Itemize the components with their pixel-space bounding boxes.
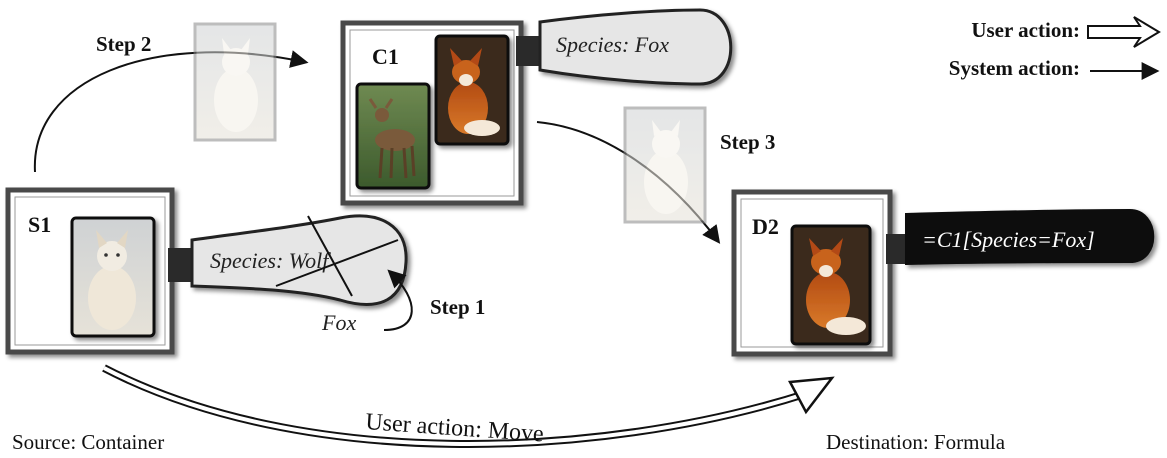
step3-label: Step 3 xyxy=(720,130,775,154)
pale-fox-photo xyxy=(70,216,156,338)
c1-species-tag: Species: Fox xyxy=(516,8,733,86)
ghost-card-step2 xyxy=(193,22,277,142)
cell-d2[interactable]: D2 xyxy=(731,189,893,357)
source-caption: Source: Container xyxy=(12,430,164,454)
legend: User action: System action: xyxy=(949,16,1161,80)
s1-species-tag: Species: Wolf xyxy=(168,214,408,306)
replacement-text: Fox xyxy=(321,310,356,335)
cell-c1-label: C1 xyxy=(372,44,399,69)
double-arrow-icon xyxy=(1087,16,1161,48)
d2-formula-text: =C1[Species=Fox] xyxy=(922,227,1095,252)
legend-user-action-label: User action: xyxy=(971,18,1080,42)
step2-label: Step 2 xyxy=(96,32,151,56)
deer-photo xyxy=(355,82,431,190)
strike-line-1 xyxy=(275,239,399,287)
cell-s1[interactable]: S1 xyxy=(5,187,175,355)
legend-system-action-label: System action: xyxy=(949,56,1080,80)
d2-formula-tag: =C1[Species=Fox] xyxy=(886,208,1155,266)
step1-label: Step 1 xyxy=(430,295,485,319)
c1-tag-text: Species: Fox xyxy=(556,32,669,57)
fox-photo-d2 xyxy=(790,224,872,346)
ghost-card-step3 xyxy=(623,106,707,224)
s1-tag-text: Species: Wolf xyxy=(210,248,331,273)
destination-caption: Destination: Formula xyxy=(826,430,1006,454)
cell-d2-label: D2 xyxy=(752,214,779,239)
strike-line-2 xyxy=(307,215,353,297)
fox-photo-c1 xyxy=(434,34,510,146)
cell-c1[interactable]: C1 xyxy=(340,20,524,206)
cell-s1-label: S1 xyxy=(28,212,51,237)
step1-arrow xyxy=(383,269,413,331)
move-arrow xyxy=(102,364,835,448)
